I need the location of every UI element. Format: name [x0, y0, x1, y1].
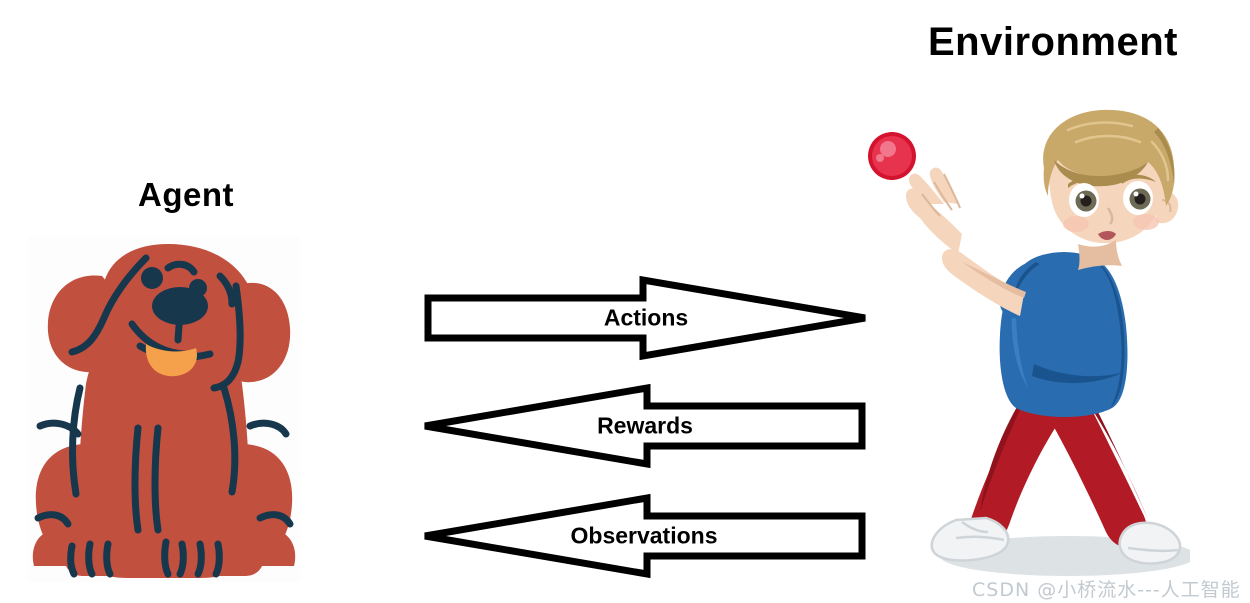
red-ball-icon — [864, 128, 920, 184]
dog-body-group — [32, 244, 296, 578]
arrow-observations: Observations — [415, 490, 875, 582]
environment-boy-illustration — [900, 108, 1190, 588]
arrow-rewards: Rewards — [415, 380, 875, 472]
arrow-shape-left — [424, 493, 866, 579]
arrow-shape-right — [424, 275, 866, 361]
watermark-text: CSDN @小桥流水---人工智能 — [972, 579, 1241, 601]
arrow-shape-left — [424, 383, 866, 469]
agent-title: Agent — [138, 176, 234, 213]
arrow-actions: Actions — [415, 272, 875, 364]
agent-dog-illustration — [28, 236, 300, 582]
environment-title: Environment — [928, 20, 1178, 64]
